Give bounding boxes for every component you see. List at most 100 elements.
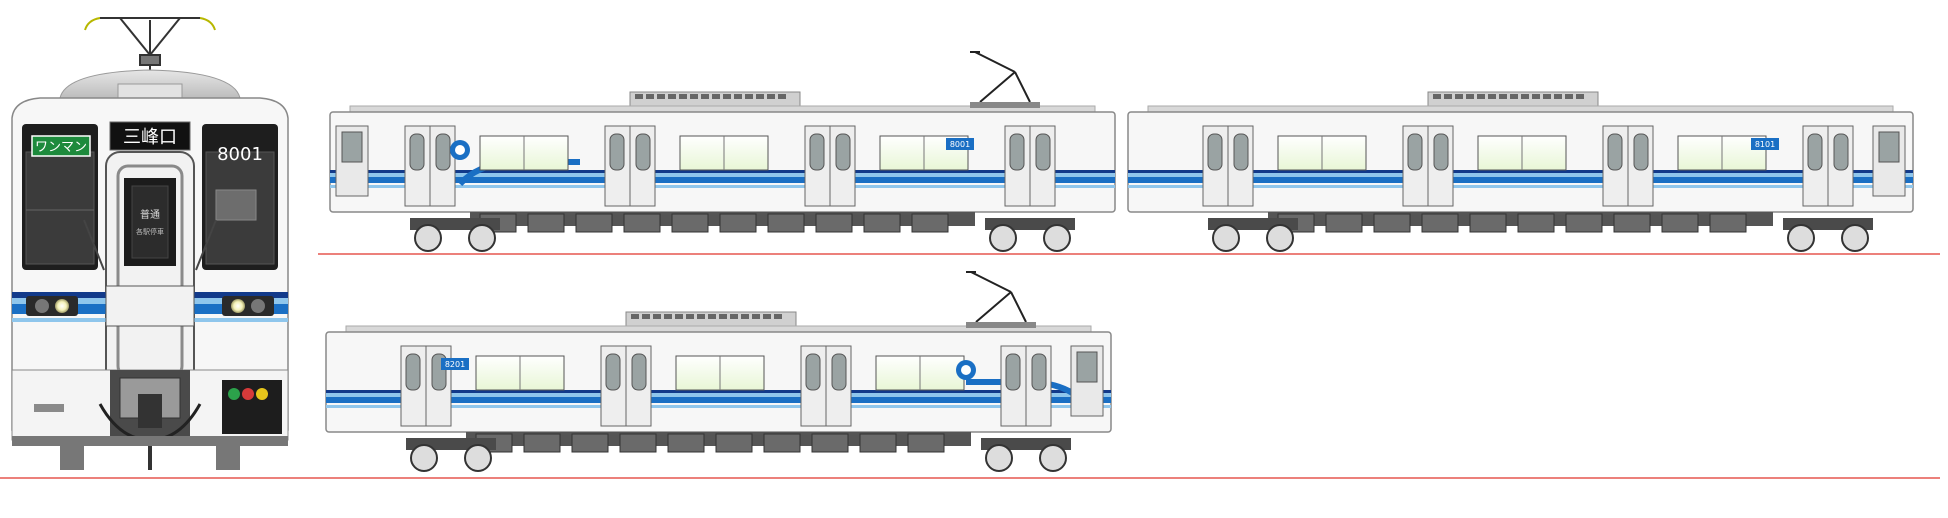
roof-grille <box>1499 94 1507 99</box>
roof-grille <box>697 314 705 319</box>
car-number: 8201 <box>445 360 465 369</box>
underfloor-box <box>1661 213 1699 233</box>
stripe-light <box>326 405 1111 408</box>
wheel <box>1841 224 1869 252</box>
door-window <box>1233 133 1249 171</box>
door-window <box>1633 133 1649 171</box>
roof-grille <box>1433 94 1441 99</box>
roof-grille <box>1510 94 1518 99</box>
door-window <box>409 133 425 171</box>
stripe-light <box>1128 185 1913 188</box>
underfloor-box <box>571 433 609 453</box>
stripe-light <box>326 393 1111 397</box>
pantograph-icon <box>84 17 216 82</box>
underfloor-box <box>715 433 753 453</box>
pantograph-icon <box>970 51 1031 103</box>
stripe-navy <box>1128 170 1913 173</box>
roof-grille <box>767 94 775 99</box>
door-window <box>435 133 451 171</box>
underfloor-box <box>767 213 805 233</box>
door-window <box>831 353 847 391</box>
underfloor-box <box>863 213 901 233</box>
cab-window <box>1878 131 1900 163</box>
wheel <box>414 224 442 252</box>
pantograph-icon <box>966 271 1027 323</box>
door-window <box>809 133 825 171</box>
roof-grille <box>686 314 694 319</box>
roof-grille <box>646 94 654 99</box>
roof-grille <box>752 314 760 319</box>
roof-grille <box>719 314 727 319</box>
roof-grille <box>1532 94 1540 99</box>
underfloor-box <box>1517 213 1555 233</box>
front-view: ワンマン 三峰口 8001 普通 各駅停車 <box>11 17 289 470</box>
door-window <box>805 353 821 391</box>
wheel <box>410 444 438 472</box>
underfloor-box <box>1421 213 1459 233</box>
underfloor-box <box>811 433 849 453</box>
roof-grille <box>664 314 672 319</box>
roof-grille <box>745 94 753 99</box>
roof-grille <box>778 94 786 99</box>
cab-window <box>1076 351 1098 383</box>
wheel <box>464 444 492 472</box>
roof-grille <box>1565 94 1573 99</box>
car-number-plate <box>1751 138 1779 150</box>
stripe-blue <box>330 177 1115 183</box>
roof-grille <box>1554 94 1562 99</box>
underfloor-box <box>1565 213 1603 233</box>
roof-grille <box>1477 94 1485 99</box>
roof-grille <box>1521 94 1529 99</box>
underfloor-box <box>671 213 709 233</box>
wheel <box>468 224 496 252</box>
door-window <box>609 133 625 171</box>
door-window <box>1207 133 1223 171</box>
bogie <box>981 438 1071 472</box>
wheel <box>989 224 1017 252</box>
roof-grille <box>1466 94 1474 99</box>
bogie <box>1208 218 1298 252</box>
stripe-light <box>1128 173 1913 177</box>
roof-grille <box>690 94 698 99</box>
door-window <box>1833 133 1849 171</box>
roof-grille <box>642 314 650 319</box>
roof-grille <box>1455 94 1463 99</box>
coupler-icon <box>98 370 202 470</box>
stripe-light <box>330 185 1115 188</box>
wheel <box>1039 444 1067 472</box>
door-window <box>1407 133 1423 171</box>
door-window <box>1035 133 1051 171</box>
roof-grille <box>730 314 738 319</box>
underfloor-box <box>523 433 561 453</box>
roof-grille <box>712 94 720 99</box>
roof-grille <box>675 314 683 319</box>
roof-grille <box>701 94 709 99</box>
stripe-navy <box>330 170 1115 173</box>
underfloor-box <box>527 213 565 233</box>
door-window <box>1807 133 1823 171</box>
roof-grille <box>708 314 716 319</box>
door-window <box>605 353 621 391</box>
side-car: 8101 <box>1127 91 1914 252</box>
roof-grille <box>756 94 764 99</box>
underfloor-box <box>815 213 853 233</box>
underfloor-box <box>575 213 613 233</box>
stripe-navy <box>326 390 1111 393</box>
emblem-icon <box>956 360 976 380</box>
bogie <box>1783 218 1873 252</box>
door-window <box>1005 353 1021 391</box>
underfloor-box <box>1709 213 1747 233</box>
stripe-light <box>330 173 1115 177</box>
wheel <box>1787 224 1815 252</box>
roof-grille <box>1543 94 1551 99</box>
emblem-icon <box>450 140 470 160</box>
door-window <box>835 133 851 171</box>
destination-sign: 三峰口 <box>123 127 177 148</box>
underfloor-box <box>667 433 705 453</box>
wheel <box>985 444 1013 472</box>
underfloor-box <box>911 213 949 233</box>
underfloor-box <box>1325 213 1363 233</box>
underfloor-box <box>1373 213 1411 233</box>
